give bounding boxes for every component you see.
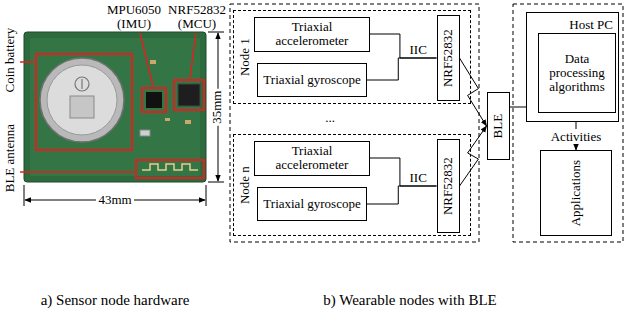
edge-label: IIC — [408, 170, 429, 185]
host-frame — [513, 4, 623, 242]
ble-box: BLE — [487, 92, 510, 160]
plus-symbol — [75, 77, 89, 91]
connector — [510, 107, 527, 108]
smd-part — [165, 118, 170, 121]
process-box: Data processing algorithms — [538, 33, 616, 113]
label-holder: 35mm — [210, 87, 226, 127]
node-text: BLE — [491, 114, 505, 139]
dimension-label: 43mm — [96, 193, 133, 207]
pcb-board — [24, 32, 206, 182]
label-holder: Node 1 — [234, 11, 256, 103]
connector — [370, 158, 437, 186]
smd-part — [185, 120, 191, 124]
dimension-tick — [208, 32, 224, 33]
group-title: Node n — [238, 166, 252, 204]
host-pc-box: Host PC Data processing algorithms — [526, 12, 619, 122]
sensor-node-group: Node nTriaxial accelerometerTriaxial gyr… — [233, 134, 471, 236]
battery-clip — [70, 96, 94, 118]
caption-text: a) Sensor node hardware — [41, 292, 190, 309]
highlight-box — [142, 88, 166, 112]
part-label: BLE antenna — [3, 124, 17, 192]
sensor-node-group: Node 1Triaxial accelerometerTriaxial gyr… — [233, 10, 471, 104]
leader-line — [190, 33, 196, 78]
node-text: NRF52832 — [441, 29, 455, 87]
sensor-box: Triaxial gyroscope — [257, 63, 367, 97]
label-holder: MPU6050 (IMU) — [103, 2, 165, 32]
label-holder: Host PC — [569, 15, 613, 33]
label-holder: NRF52832 (MCU) — [166, 2, 228, 32]
label-holder: ... — [310, 110, 350, 126]
applications-box: Applications — [540, 150, 612, 236]
battery-holder — [40, 58, 124, 142]
label-holder: a) Sensor node hardware — [5, 290, 225, 310]
mpu6050-chip — [146, 92, 162, 108]
ellipsis-label: ... — [325, 111, 335, 125]
sensor-box: Triaxial accelerometer — [254, 141, 370, 176]
node-text: Triaxial gyroscope — [263, 197, 360, 211]
dimension-tick — [208, 182, 224, 183]
part-label: MPU6050 (IMU) — [103, 3, 165, 32]
nrf52832-chip — [178, 84, 200, 106]
node-text: Applications — [569, 160, 583, 226]
wireless-link — [460, 58, 487, 126]
highlight-box — [174, 80, 204, 110]
leader-line — [20, 61, 34, 63]
leader-line — [140, 33, 153, 86]
sensor-box: Triaxial accelerometer — [254, 17, 370, 52]
highlight-box — [36, 54, 132, 150]
wireless-link — [460, 126, 487, 186]
edge-label: Activities — [549, 129, 604, 144]
label-holder: Activities — [549, 127, 604, 145]
node-text: Host PC — [569, 17, 613, 32]
label-holder: 43mm — [90, 192, 140, 208]
label-holder: b) Wearable nodes with BLE — [280, 290, 540, 310]
connector — [367, 58, 437, 80]
mcu-box: NRF52832 — [437, 15, 460, 101]
part-label: NRF52832 (MCU) — [166, 3, 228, 32]
push-button — [140, 130, 150, 136]
label-holder: BLE antenna — [1, 113, 19, 203]
sensor-box: Triaxial gyroscope — [257, 187, 367, 221]
node-text: Data processing algorithms — [539, 52, 615, 95]
leader-line — [20, 171, 134, 173]
label-holder: IIC — [408, 168, 429, 186]
node-text: Triaxial accelerometer — [255, 144, 369, 173]
dimension-tick — [24, 185, 25, 206]
part-label: Coin battery — [3, 28, 17, 93]
caption-text: b) Wearable nodes with BLE — [323, 292, 496, 309]
edge-label: IIC — [408, 42, 429, 57]
label-holder: Node n — [234, 135, 256, 235]
plus-symbol — [81, 79, 82, 89]
dimension-label: 35mm — [211, 88, 225, 125]
coin-battery — [47, 65, 117, 135]
connector — [370, 34, 437, 58]
highlight-box — [136, 160, 204, 178]
node-text: NRF52832 — [441, 157, 455, 215]
connector — [367, 186, 437, 204]
antenna-trace — [142, 164, 198, 170]
group-title: Node 1 — [238, 38, 252, 76]
mcu-box: NRF52832 — [437, 139, 460, 233]
node-text: Triaxial gyroscope — [263, 73, 360, 87]
dimension-tick — [206, 185, 207, 206]
label-holder: IIC — [408, 40, 429, 58]
node-text: Triaxial accelerometer — [255, 20, 369, 49]
label-holder: Coin battery — [1, 15, 19, 105]
nodes-frame — [230, 4, 479, 242]
smd-part — [150, 60, 156, 64]
